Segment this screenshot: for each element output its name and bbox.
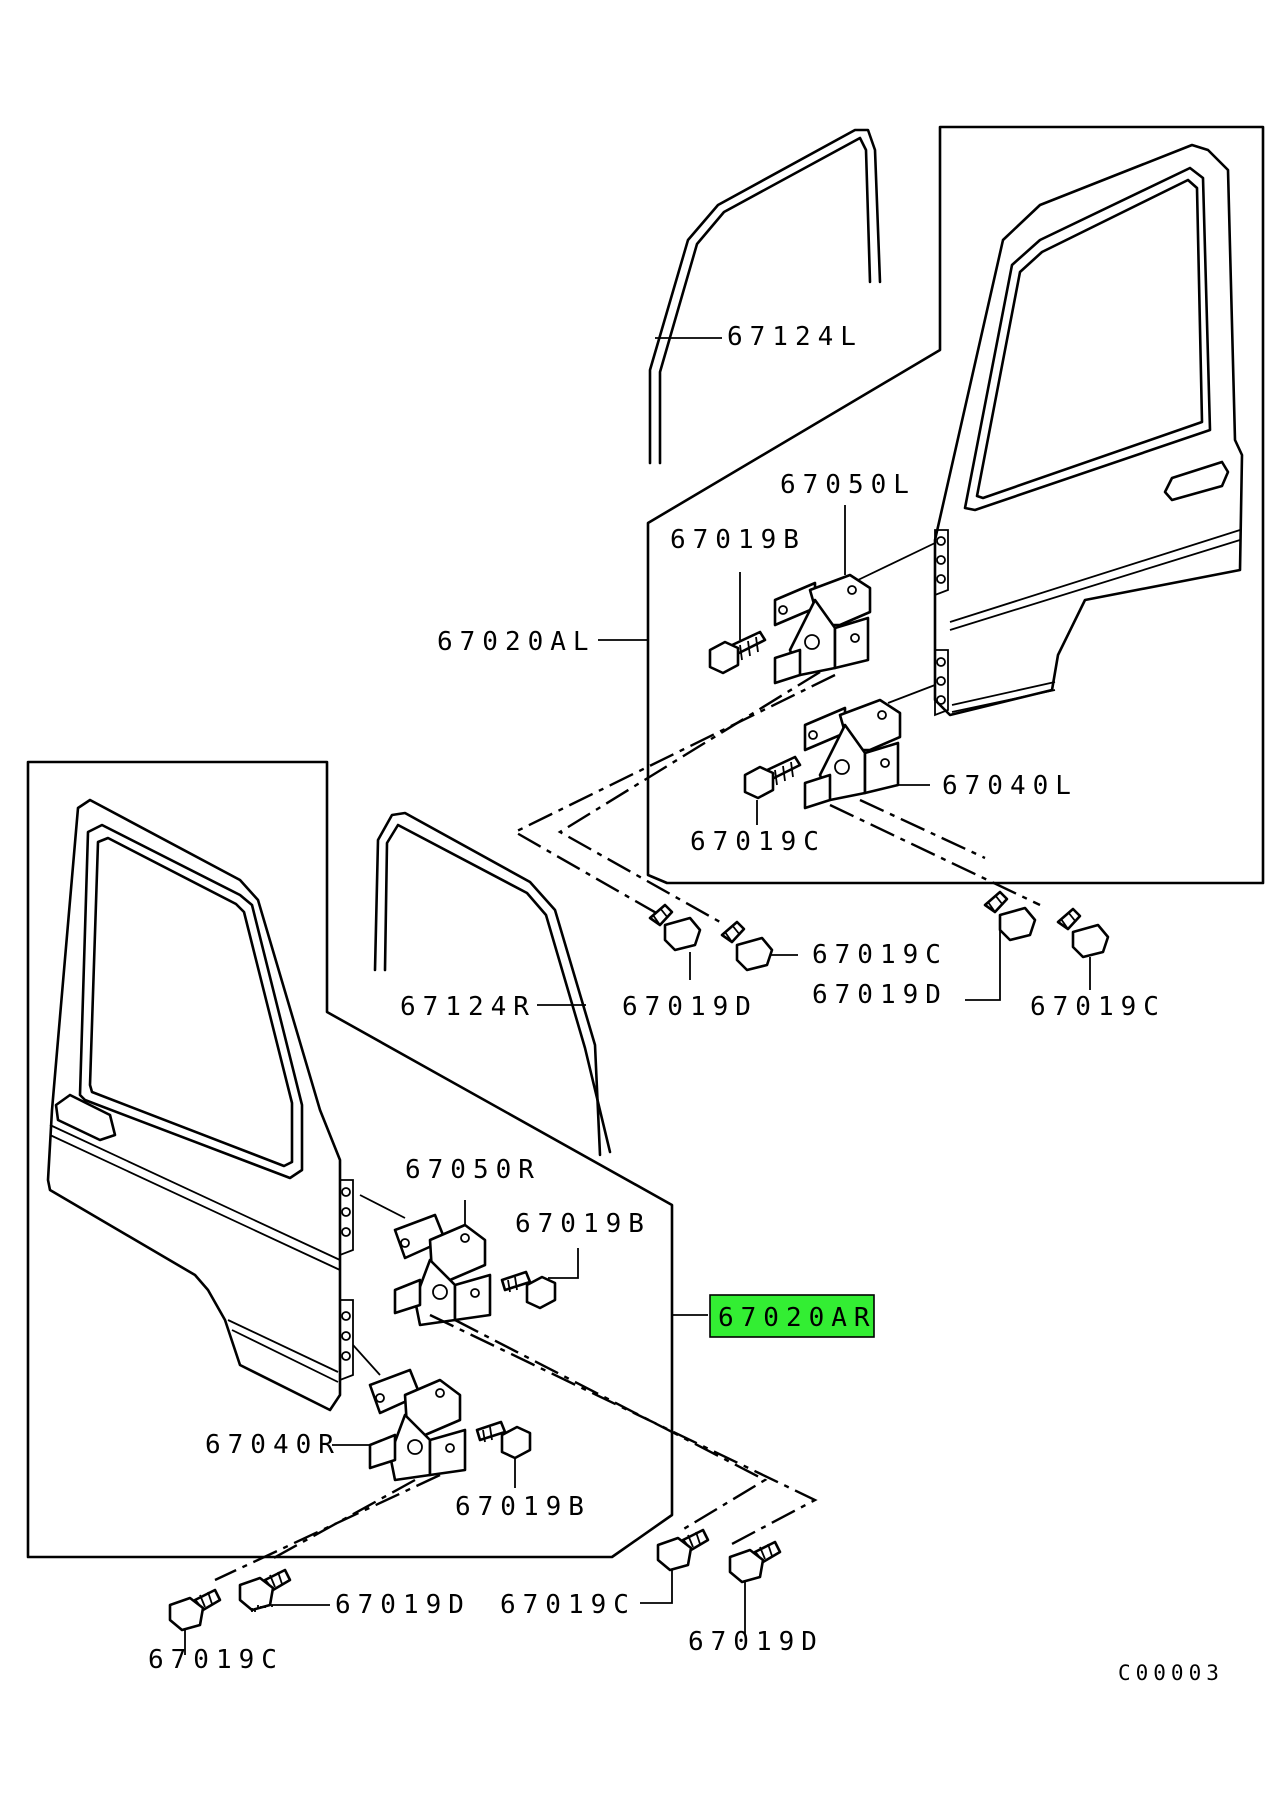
dashline-right-2 [454, 1318, 768, 1532]
label-67019c-far-right[interactable]: 67019C [1030, 992, 1166, 1022]
hinge-lower-left[interactable] [803, 698, 902, 810]
bolt-67019c-bottom-left[interactable] [168, 1588, 222, 1632]
dashline-right-1 [429, 1313, 818, 1547]
bolt-67019c-bottom-b[interactable] [656, 1528, 710, 1572]
hinge-lower-right[interactable] [368, 1368, 467, 1482]
door-panel-left[interactable] [933, 143, 1244, 717]
leader-67019c-bottom-b [640, 1570, 673, 1604]
dashline-left-2 [557, 670, 821, 924]
bolt-67019b-left[interactable] [708, 630, 767, 675]
leader-67019d-row-b [965, 930, 1001, 1001]
label-67124r[interactable]: 67124R [400, 992, 536, 1022]
label-67050r[interactable]: 67050R [405, 1155, 541, 1185]
door-assembly-right [26, 760, 818, 1655]
dashline-left-3 [829, 803, 1041, 907]
bolt-67019c-row-b[interactable] [1056, 907, 1110, 959]
weatherstrip-right[interactable] [373, 811, 612, 1157]
door-assembly-left [512, 125, 1265, 1001]
bolt-67019d-row-b[interactable] [983, 890, 1037, 942]
bolt-67019d-bottom-right[interactable] [728, 1540, 782, 1584]
dashline-left-1 [512, 673, 836, 920]
bolt-67019d-bottom-a[interactable] [238, 1568, 292, 1612]
hinge-upper-right[interactable] [393, 1213, 492, 1327]
hinge-upper-left[interactable] [773, 573, 872, 685]
label-67019d-bottom-a[interactable]: 67019D [335, 1590, 471, 1620]
frame-left-assembly [646, 125, 1265, 885]
label-67040r[interactable]: 67040R [205, 1430, 341, 1460]
label-67050l[interactable]: 67050L [780, 470, 916, 500]
label-67124l[interactable]: 67124L [727, 322, 863, 352]
label-67019c-bottom-b[interactable]: 67019C [500, 1590, 636, 1620]
label-67020ar[interactable]: 67020AR [718, 1303, 877, 1333]
label-67019d-row-b[interactable]: 67019D [812, 980, 948, 1010]
leader-hinge-door-lower-left [887, 684, 936, 704]
label-67019c-left-hinge[interactable]: 67019C [690, 827, 826, 857]
bolt-67019d-row-a[interactable] [648, 903, 702, 952]
dashline-right-4 [269, 1478, 416, 1562]
label-67019b-left[interactable]: 67019B [670, 525, 806, 555]
weatherstrip-left[interactable] [648, 128, 882, 465]
label-67020al[interactable]: 67020AL [437, 627, 596, 657]
door-panel-right[interactable] [46, 798, 354, 1412]
bolt-67019c-row-a[interactable] [720, 920, 774, 972]
label-67019b-right-lower[interactable]: 67019B [455, 1492, 591, 1522]
leader-67019d-bottom-vert [271, 1604, 285, 1607]
label-67019d-bottom-right[interactable]: 67019D [688, 1627, 824, 1657]
dashline-left-4 [859, 798, 986, 860]
label-67019c-row-a[interactable]: 67019C [812, 940, 948, 970]
leader-67019b-right-upper [548, 1248, 579, 1279]
label-67040l[interactable]: 67040L [942, 771, 1078, 801]
label-67019c-bottom-left[interactable]: 67019C [148, 1645, 284, 1675]
leader-hinge-door-upper-left [857, 542, 936, 581]
bolt-67019b-right-upper[interactable] [500, 1270, 557, 1310]
leader-hinge-door-lower-right [352, 1344, 381, 1376]
leader-hinge-door-upper-right [359, 1194, 406, 1219]
label-67019d-row-a[interactable]: 67019D [622, 992, 758, 1022]
frame-right-assembly [26, 760, 674, 1559]
bolt-67019b-right-lower[interactable] [475, 1420, 532, 1460]
bolt-67019c-left-hinge[interactable] [743, 755, 802, 800]
highlight-67020ar [709, 1294, 875, 1338]
label-67019b-right-upper[interactable]: 67019B [515, 1209, 651, 1239]
diagram-code: C00003 [1118, 1661, 1224, 1685]
